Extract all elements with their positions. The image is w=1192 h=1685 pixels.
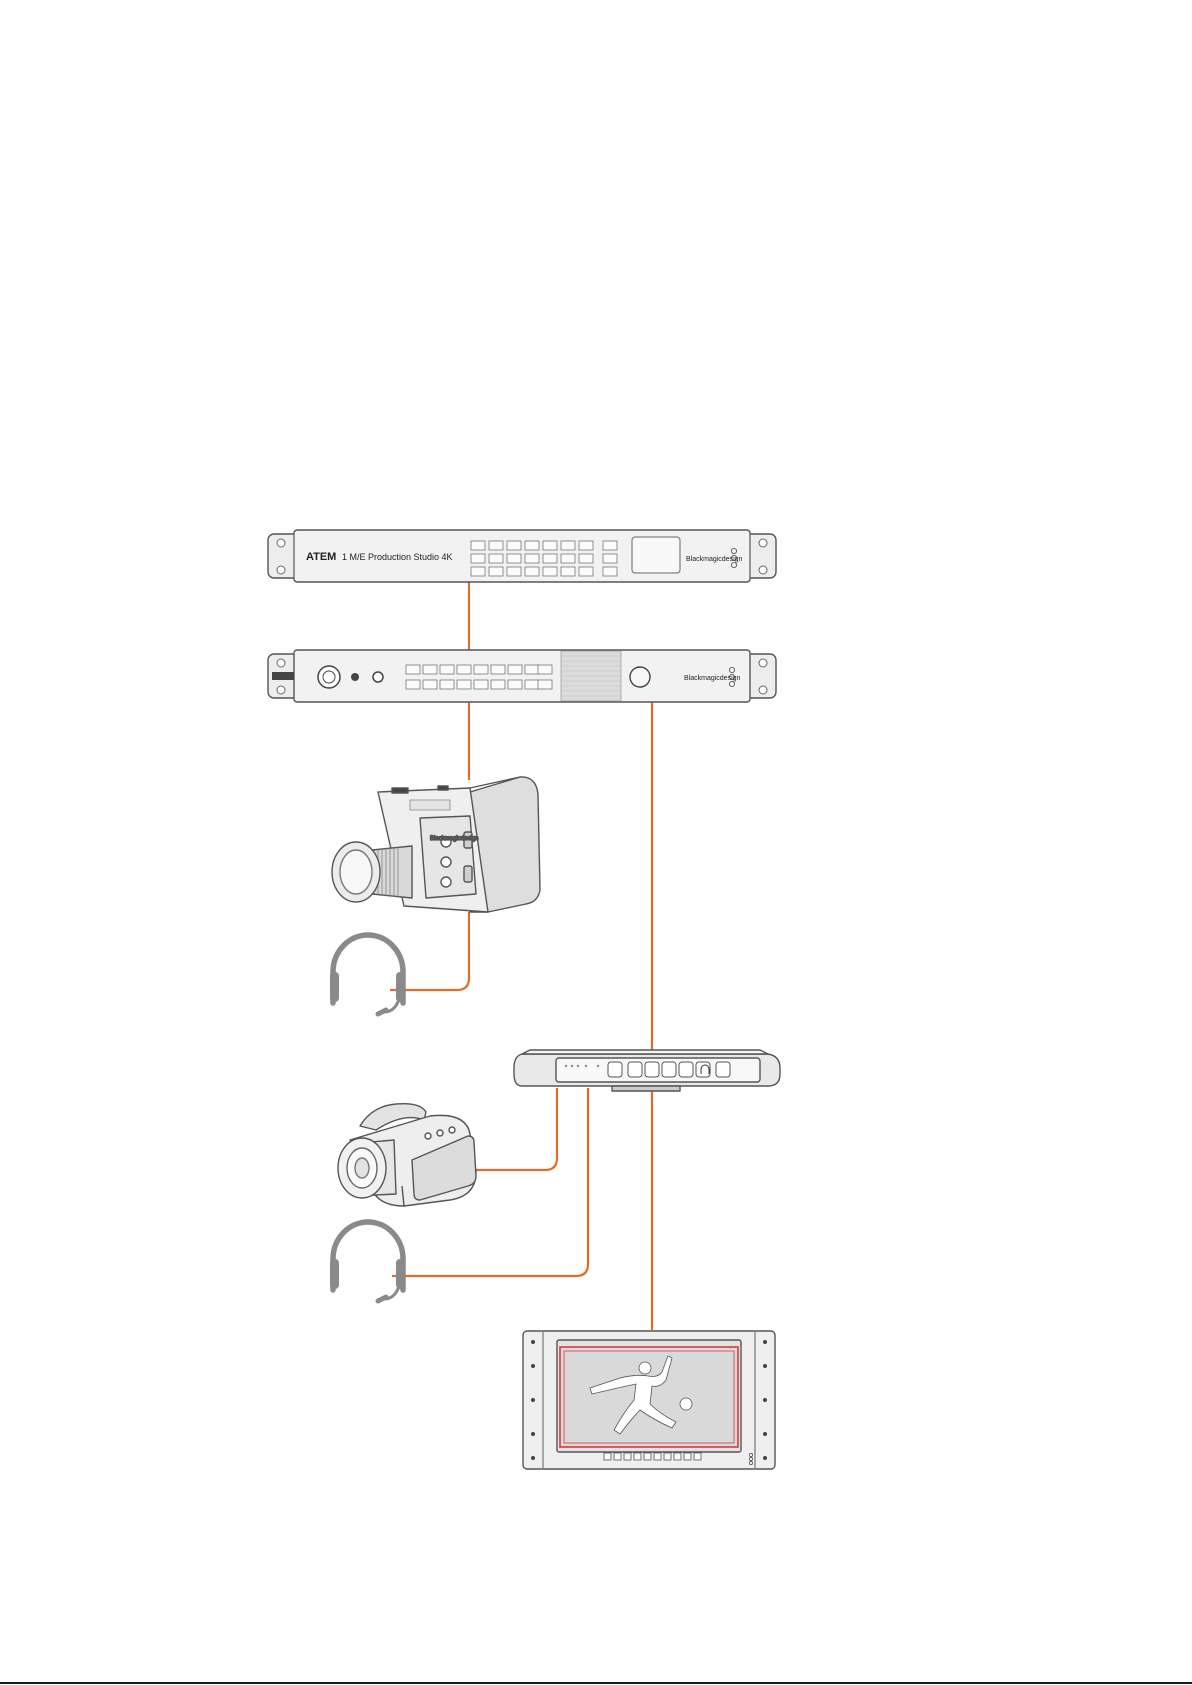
atem-switcher: ATEM 1 M/E Production Studio 4K Blackmag… [268,530,776,582]
page-footer-rule [0,1682,1192,1684]
headphone-jack-icon [373,672,383,682]
atem-brand: ATEM [306,551,336,563]
volume-knob-icon [630,667,650,687]
cable-converter-to-camcorder [470,1088,557,1170]
camera-converter-icon [514,1050,780,1091]
talkback-badge [272,672,294,680]
headset-icon [330,1222,405,1301]
headset-icon [330,935,405,1014]
mic-jack-icon [351,673,359,681]
svg-text:Blackmagicdesign: Blackmagicdesign [430,836,478,842]
rack-monitor-icon [523,1331,775,1469]
talkback-converter: Blackmagicdesign [268,650,776,702]
talkback-body [294,650,750,702]
studio-camera-icon: Blackmagicdesign [332,777,540,912]
talkback-logo: Blackmagicdesign [684,675,741,682]
atem-lcd [632,537,680,573]
atem-logo: Blackmagicdesign [686,556,743,563]
xlr-connector-icon [318,666,340,688]
camcorder-icon [338,1104,476,1206]
atem-model: 1 M/E Production Studio 4K [342,552,453,562]
